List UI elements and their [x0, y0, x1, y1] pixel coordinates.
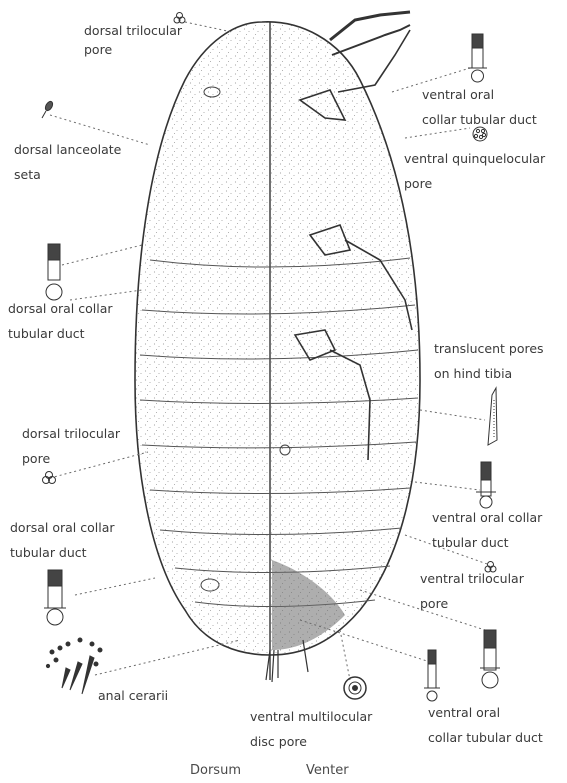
label-line: translucent pores [434, 336, 544, 361]
label-line: ventral oral [422, 82, 537, 107]
caption-dorsum: Dorsum [190, 763, 241, 778]
caption-venter: Venter [306, 763, 349, 778]
label-ventral-oral-collar-tubular-duct-bottom: ventral oral collar tubular duct [428, 700, 543, 750]
label-line: ventral trilocular [420, 566, 524, 591]
label-line: ventral oral collar [432, 505, 542, 530]
label-line: dorsal trilocular [22, 421, 120, 446]
hind-tibia-icon [488, 388, 497, 445]
label-ventral-quinquelocular-pore: ventral quinquelocular pore [404, 146, 545, 196]
label-line: pore [420, 591, 524, 616]
label-line: dorsal oral collar [8, 296, 113, 321]
label-line: seta [14, 162, 121, 187]
label-dorsal-lanceolate-seta: dorsal lanceolate seta [14, 137, 121, 187]
label-line: tubular duct [10, 540, 115, 565]
label-ventral-oral-collar-tubular-duct-mid: ventral oral collar tubular duct [432, 505, 542, 555]
body-outline [135, 22, 420, 655]
trilocular-pore-icon [43, 472, 56, 484]
label-line: ventral multilocular [250, 704, 372, 729]
oral-collar-tubular-duct-icon [468, 34, 487, 82]
label-dorsal-oral-collar-tubular-duct-top: dorsal oral collar tubular duct [8, 296, 113, 346]
lanceolate-seta-icon [42, 100, 54, 118]
label-dorsal-trilocular-pore-mid: dorsal trilocular pore [22, 421, 120, 471]
multilocular-disc-pore-icon [344, 677, 366, 699]
label-line: tubular duct [8, 321, 113, 346]
label-line: dorsal lanceolate [14, 137, 121, 162]
label-line: ventral quinquelocular [404, 146, 545, 171]
label-dorsal-oral-collar-tubular-duct-bottom: dorsal oral collar tubular duct [10, 515, 115, 565]
label-translucent-pores-on-hind-tibia: translucent pores on hind tibia [434, 336, 544, 386]
label-line: collar tubular duct [422, 107, 537, 132]
oral-collar-tubular-duct-icon [424, 650, 440, 701]
label-line: on hind tibia [434, 361, 544, 386]
label-line: pore [22, 446, 120, 471]
label-line: collar tubular duct [428, 725, 543, 750]
oral-collar-tubular-duct-icon [476, 462, 496, 508]
oral-collar-tubular-duct-icon [44, 570, 66, 625]
label-anal-cerarii: anal cerarii [98, 683, 168, 708]
label-ventral-oral-collar-tubular-duct-top: ventral oral collar tubular duct [422, 82, 537, 132]
oral-collar-tubular-duct-icon [480, 630, 500, 688]
label-line: ventral oral [428, 700, 543, 725]
anal-cerarii-icon [46, 638, 102, 694]
label-line: pore [404, 171, 545, 196]
antenna [330, 12, 410, 40]
oral-collar-tubular-duct-icon [46, 244, 62, 300]
label-ventral-multilocular-disc-pore: ventral multilocular disc pore [250, 704, 372, 754]
label-line: dorsal oral collar [10, 515, 115, 540]
label-line: disc pore [250, 729, 372, 754]
label-line: tubular duct [432, 530, 542, 555]
label-ventral-trilocular-pore: ventral trilocular pore [420, 566, 524, 616]
label-dorsal-trilocular-pore-top: dorsal trilocular pore [84, 18, 182, 62]
